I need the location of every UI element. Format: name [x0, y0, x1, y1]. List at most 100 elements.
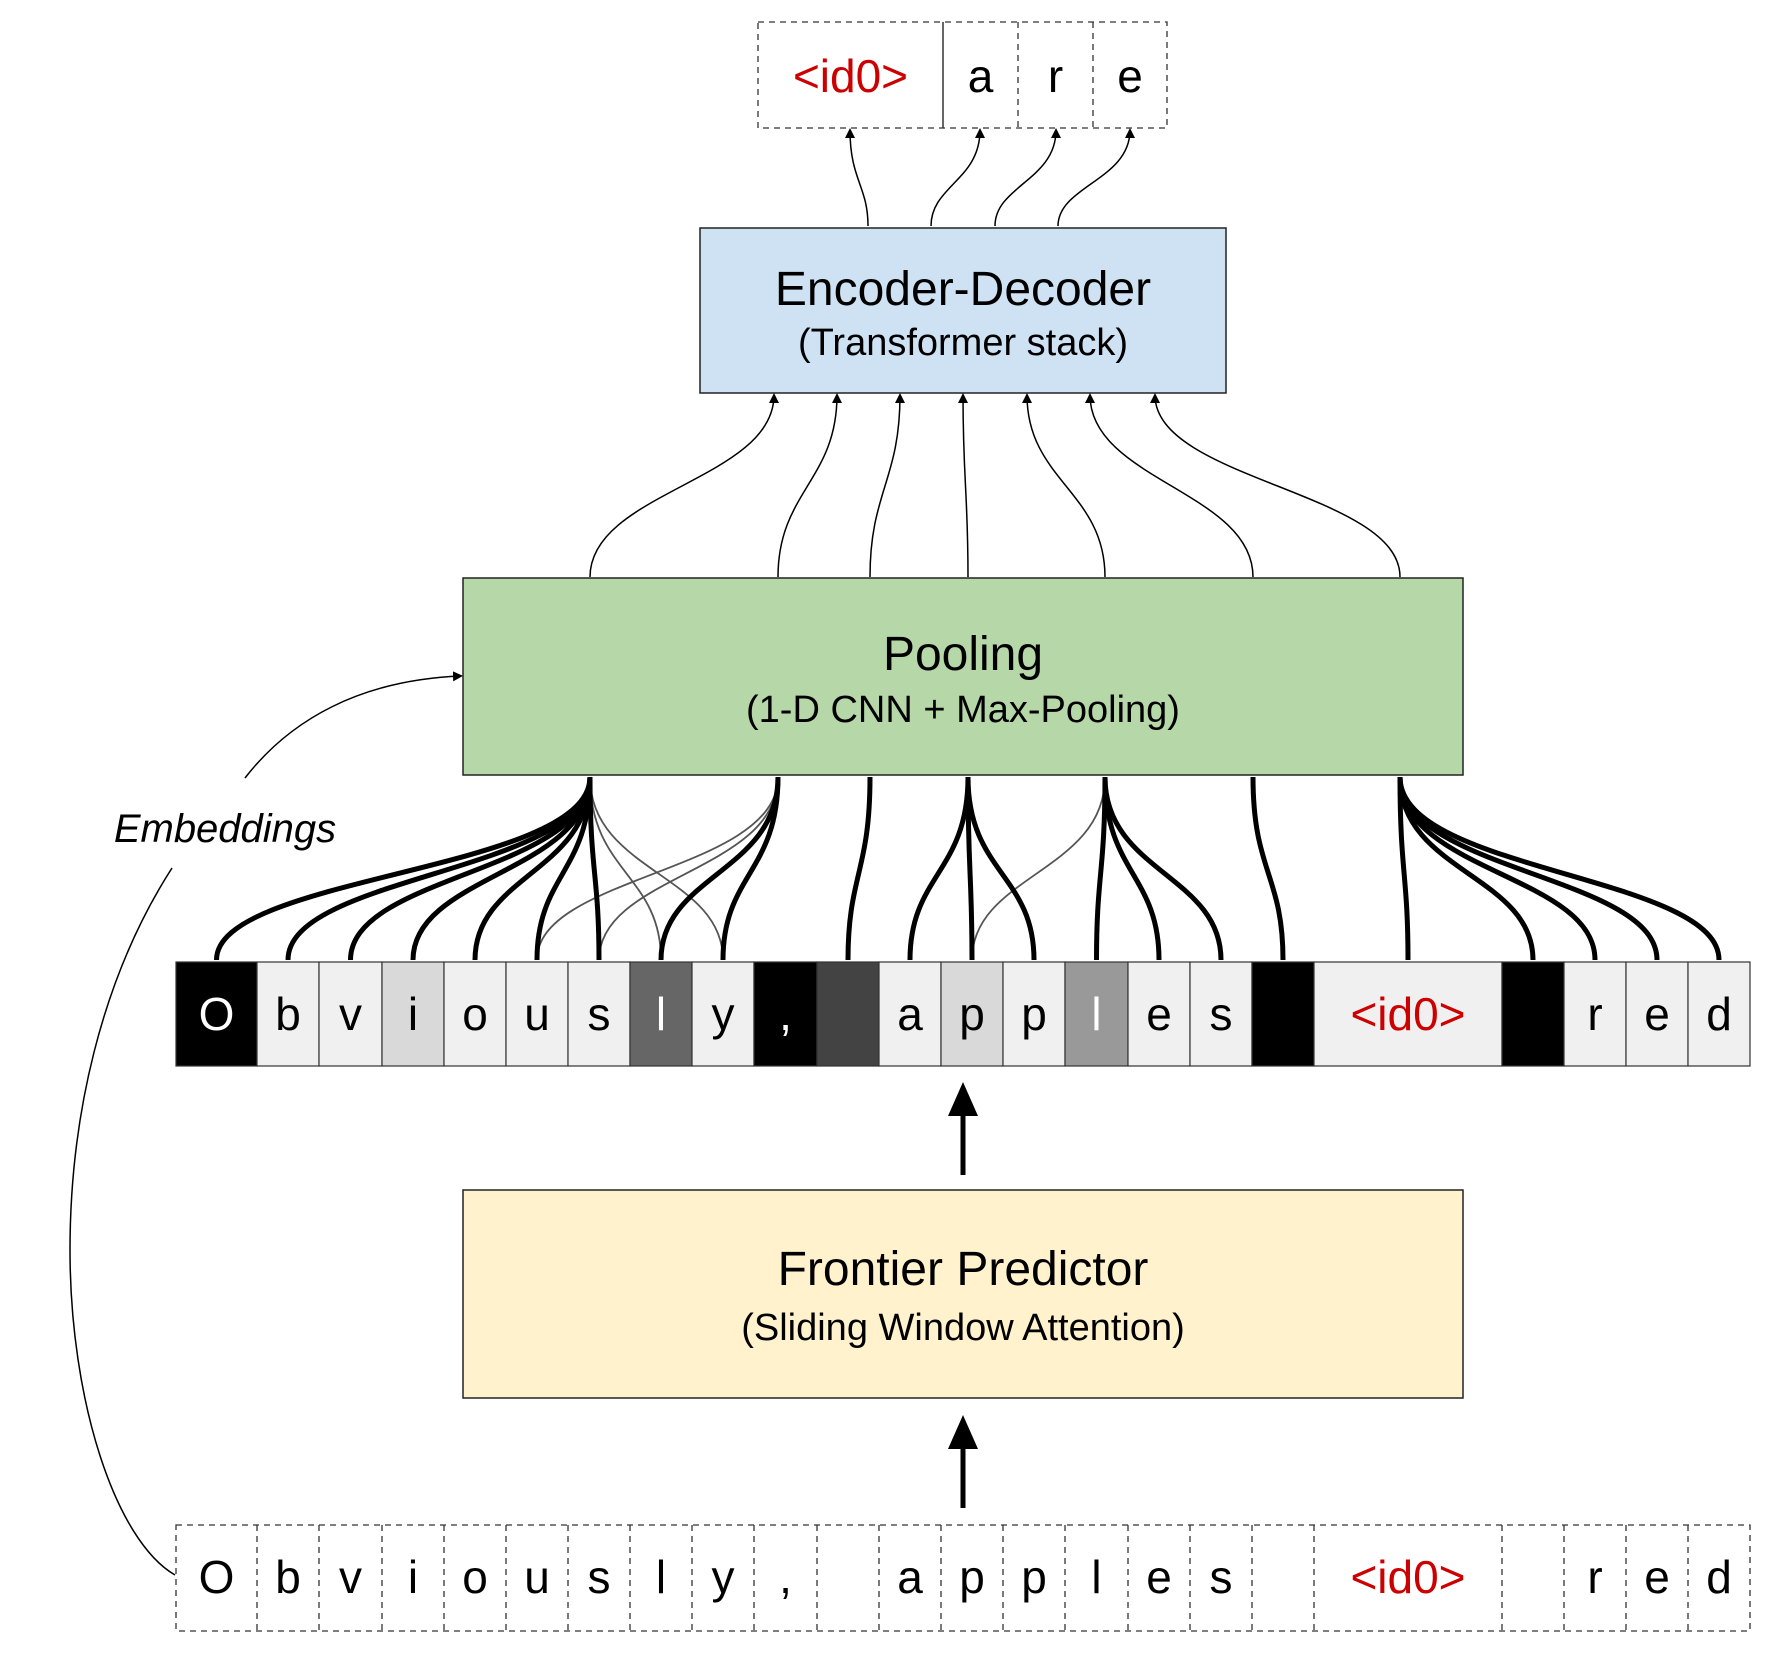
embedding-cell: [381, 961, 445, 1067]
embedding-connection: [1397, 776, 1722, 961]
embedding-cell-text: i: [408, 988, 418, 1040]
output-token-text: e: [1117, 50, 1143, 102]
output-arrows: [845, 128, 1135, 227]
input-row-frame: [175, 1524, 1751, 1632]
embedding-cell: [1313, 961, 1503, 1067]
input-cell-text: O: [199, 1551, 235, 1603]
output-row-frame: [757, 21, 1168, 129]
input-cell-text: <id0>: [1350, 1551, 1465, 1603]
embedding-connection: [598, 776, 779, 961]
embedding-connection: [285, 776, 593, 961]
embedding-connection: [348, 776, 593, 961]
embedding-cell: [1127, 961, 1191, 1067]
embedding-connection: [907, 776, 971, 961]
embedding-cell-text: p: [1021, 988, 1047, 1040]
embedding-to-pooling-connections: [214, 776, 1722, 961]
embedding-cell: [629, 961, 693, 1067]
embedding-cell: [1501, 961, 1565, 1067]
embedding-connection: [410, 776, 593, 961]
frontier-predictor-box: Frontier Predictor (Sliding Window Atten…: [462, 1189, 1464, 1399]
pooling-output-arrow: [1022, 393, 1106, 578]
output-token-text: a: [968, 50, 994, 102]
embedding-connection: [589, 776, 662, 961]
encoder-decoder-box: Encoder-Decoder (Transformer stack): [699, 227, 1227, 394]
embedding-cell: [567, 961, 631, 1067]
pooling-box: Pooling (1-D CNN + Max-Pooling): [462, 577, 1464, 776]
embedding-connection: [1102, 776, 1224, 961]
input-cell-text: l: [1091, 1551, 1101, 1603]
output-token-text: r: [1048, 50, 1063, 102]
embedding-cell-text: l: [1091, 988, 1101, 1040]
input-cell-text: l: [656, 1551, 666, 1603]
embedding-cell: [318, 961, 383, 1067]
embedding-connection: [536, 776, 779, 961]
embedding-cell-text: e: [1644, 988, 1670, 1040]
embedding-cell: [1064, 961, 1129, 1067]
pooling-output-arrow: [1085, 393, 1254, 578]
embedding-connection: [587, 776, 602, 961]
input-cell-text: e: [1146, 1551, 1172, 1603]
embedding-connection: [971, 776, 1106, 961]
embedding-connection: [472, 776, 593, 961]
embedding-connection: [658, 776, 781, 961]
embedding-cell-text: ,: [779, 988, 792, 1040]
output-token-text: <id0>: [793, 50, 908, 102]
input-cell-text: y: [712, 1551, 735, 1603]
pooling-title: Pooling: [883, 628, 1043, 681]
embeddings-label: Embeddings: [114, 807, 336, 851]
pooling-to-encoder-arrows: [589, 393, 1401, 578]
embedding-cell: [1625, 961, 1689, 1067]
embedding-cell-text: p: [959, 988, 985, 1040]
embedding-connection: [965, 776, 1037, 961]
arrow-input-to-frontier: [948, 1415, 978, 1508]
embedding-cell-text: O: [199, 988, 235, 1040]
embedding-connection: [1397, 776, 1411, 961]
input-cell-text: s: [588, 1551, 611, 1603]
input-cell-text: o: [462, 1551, 488, 1603]
embedding-cell: [1002, 961, 1066, 1067]
embedding-cell-text: s: [588, 988, 611, 1040]
output-arrow: [845, 128, 869, 227]
embedding-cell: [175, 961, 258, 1067]
embedding-cell-text: b: [275, 988, 301, 1040]
embedding-connection: [589, 776, 724, 961]
embedding-cell: [1687, 961, 1751, 1067]
embeddings-arrow-to-pooling: [244, 671, 463, 779]
embedding-cell-text: e: [1146, 988, 1172, 1040]
embedding-cell-text: y: [712, 988, 735, 1040]
embedding-cell-text: <id0>: [1350, 988, 1465, 1040]
embedding-cell-text: s: [1210, 988, 1233, 1040]
pooling-output-arrow: [589, 393, 779, 578]
embedding-connection: [534, 776, 593, 961]
encoder-subtitle: (Transformer stack): [798, 322, 1128, 364]
output-arrow: [994, 128, 1061, 227]
input-cell-text: s: [1210, 1551, 1233, 1603]
input-cell-text: p: [959, 1551, 985, 1603]
arrow-frontier-to-embeddings: [948, 1082, 978, 1175]
embedding-connection: [1397, 776, 1598, 961]
embedding-cell: [505, 961, 569, 1067]
output-arrow: [1057, 128, 1135, 227]
embedding-cell: [256, 961, 320, 1067]
embeddings-curve-from-input: [69, 867, 176, 1576]
embedding-cell: [1189, 961, 1253, 1067]
input-cell-text: r: [1587, 1551, 1602, 1603]
embedding-connection: [845, 776, 873, 961]
input-cell-text: p: [1021, 1551, 1047, 1603]
input-cell-text: e: [1644, 1551, 1670, 1603]
embedding-connection: [214, 776, 593, 961]
embedding-cell-text: v: [339, 988, 362, 1040]
embedding-connection: [1102, 776, 1162, 961]
embedding-connection: [1250, 776, 1286, 961]
embedding-cell-text: r: [1587, 988, 1602, 1040]
output-token-row: <id0> a r e: [757, 21, 1168, 129]
input-cell-text: d: [1706, 1551, 1732, 1603]
embedding-cell: [816, 961, 880, 1067]
input-cell-text: u: [524, 1551, 550, 1603]
embedding-cell-text: o: [462, 988, 488, 1040]
frontier-title: Frontier Predictor: [778, 1243, 1149, 1296]
pooling-output-arrow: [869, 393, 905, 578]
embedding-cell: [1251, 961, 1315, 1067]
